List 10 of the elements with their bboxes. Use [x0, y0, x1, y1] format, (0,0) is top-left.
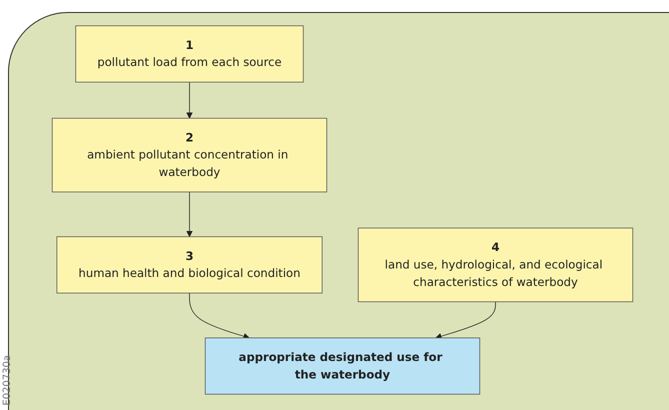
figure-id: E020730a — [2, 355, 13, 406]
arrow — [435, 301, 496, 340]
node-box: 3 human health and biological condition — [56, 236, 322, 294]
node-box: 2 ambient pollutant concentration in waterbody — [52, 118, 328, 192]
node-box: 1 pollutant load from each source — [75, 25, 304, 82]
arrow — [189, 292, 250, 340]
arrow — [186, 192, 193, 238]
node-box: 4 land use, hydrological, and ecological characteristics of waterbody — [358, 228, 634, 302]
arrow — [186, 82, 193, 119]
node-box: appropriate designated use for the waterbody — [204, 338, 480, 395]
